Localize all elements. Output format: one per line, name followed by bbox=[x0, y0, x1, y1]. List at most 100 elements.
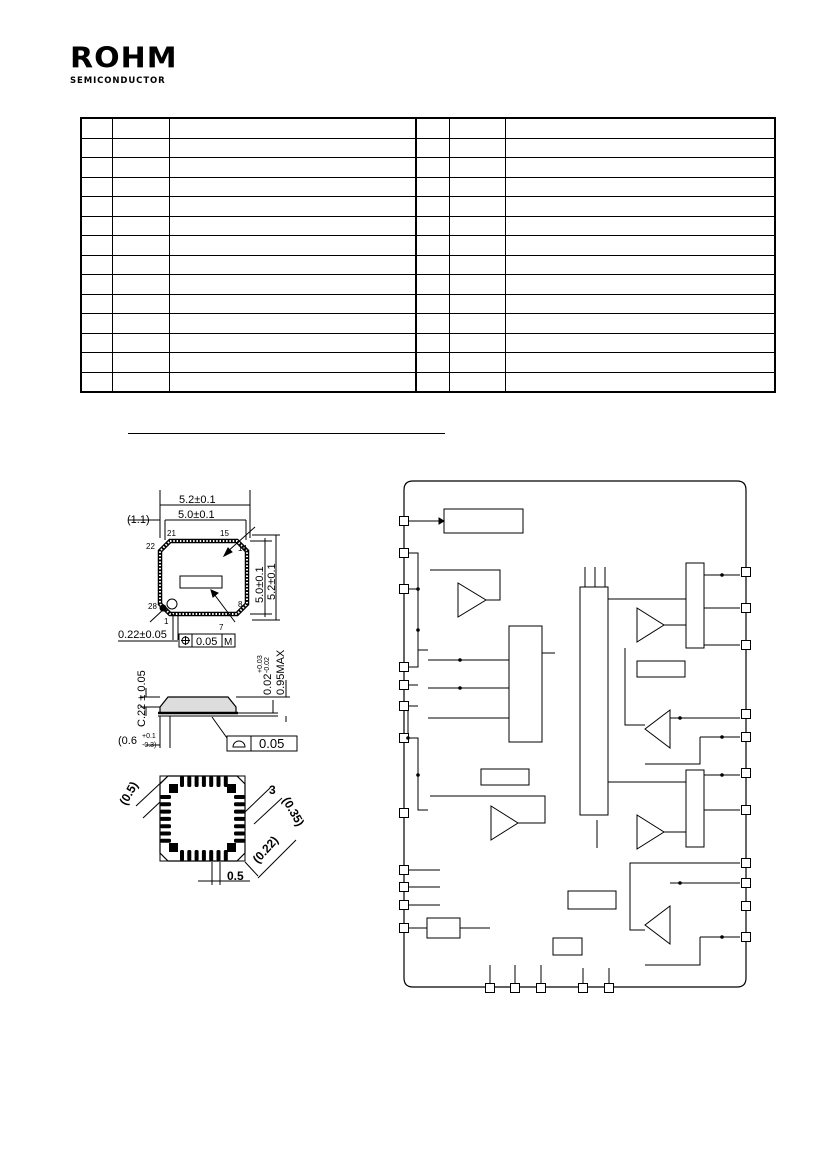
dim-standoff: 0.02 bbox=[262, 674, 274, 695]
table-cell bbox=[505, 137, 777, 158]
table-cell bbox=[80, 137, 114, 158]
table-cell bbox=[112, 117, 171, 139]
table-cell bbox=[505, 352, 777, 373]
table-cell bbox=[449, 371, 507, 393]
pin-label-1: 1 bbox=[164, 617, 169, 626]
table-row bbox=[80, 215, 777, 236]
table-cell bbox=[169, 371, 417, 393]
package-pad bbox=[216, 850, 221, 861]
pin-description-table bbox=[80, 117, 777, 393]
table-cell bbox=[505, 371, 777, 393]
table-row bbox=[80, 157, 777, 178]
table-cell bbox=[505, 313, 777, 334]
table-cell bbox=[169, 332, 417, 353]
table-cell bbox=[169, 293, 417, 314]
package-pad bbox=[187, 850, 192, 861]
table-cell bbox=[415, 196, 451, 217]
dim-pad-width: (0.22) bbox=[250, 833, 281, 866]
table-row bbox=[80, 235, 777, 256]
table-cell bbox=[112, 313, 171, 334]
table-cell bbox=[449, 215, 507, 236]
table-cell bbox=[112, 137, 171, 158]
ic-pin bbox=[536, 983, 546, 993]
table-cell bbox=[169, 117, 417, 139]
table-row bbox=[80, 254, 777, 275]
table-cell bbox=[449, 254, 507, 275]
table-cell bbox=[415, 254, 451, 275]
logo-tagline: SEMICONDUCTOR bbox=[70, 76, 166, 86]
table-cell bbox=[169, 274, 417, 295]
table-cell bbox=[505, 235, 777, 256]
table-cell bbox=[415, 293, 451, 314]
dim-corner-pitch: (0.5) bbox=[116, 779, 140, 807]
ic-pin bbox=[399, 808, 409, 818]
table-cell bbox=[80, 293, 114, 314]
table-cell bbox=[505, 332, 777, 353]
package-pad bbox=[209, 850, 214, 861]
ic-pin bbox=[399, 701, 409, 711]
ic-pin bbox=[399, 516, 409, 526]
table-cell bbox=[80, 215, 114, 236]
table-cell bbox=[169, 157, 417, 178]
table-cell bbox=[415, 137, 451, 158]
table-cell bbox=[80, 117, 114, 139]
ic-pin bbox=[741, 567, 751, 577]
package-pad bbox=[234, 831, 245, 836]
ic-pin bbox=[741, 858, 751, 868]
table-cell bbox=[169, 137, 417, 158]
ic-pin bbox=[741, 932, 751, 942]
table-cell bbox=[449, 117, 507, 139]
table-cell bbox=[505, 196, 777, 217]
table-cell bbox=[112, 254, 171, 275]
ic-pin bbox=[399, 662, 409, 672]
ic-pin bbox=[741, 768, 751, 778]
package-pad bbox=[160, 816, 171, 821]
ic-pin bbox=[741, 732, 751, 742]
ic-pin bbox=[510, 983, 520, 993]
package-pad bbox=[234, 809, 245, 814]
ic-pin bbox=[485, 983, 495, 993]
ic-pin bbox=[741, 603, 751, 613]
table-cell bbox=[169, 215, 417, 236]
table-cell bbox=[449, 235, 507, 256]
package-pad bbox=[194, 850, 199, 861]
table-row bbox=[80, 176, 777, 197]
dim-lead-width: 0.22±0.05 bbox=[118, 629, 167, 641]
ic-pin bbox=[399, 733, 409, 743]
table-cell bbox=[449, 196, 507, 217]
table-cell bbox=[505, 117, 777, 139]
package-pad bbox=[234, 838, 245, 843]
table-cell bbox=[112, 274, 171, 295]
table-cell bbox=[415, 313, 451, 334]
table-row bbox=[80, 196, 777, 217]
table-cell bbox=[112, 371, 171, 393]
dim-max-height: 0.95MAX bbox=[275, 649, 287, 695]
table-cell bbox=[415, 215, 451, 236]
table-cell bbox=[415, 157, 451, 178]
ic-pin bbox=[399, 900, 409, 910]
table-row bbox=[80, 137, 777, 158]
table-cell bbox=[415, 332, 451, 353]
package-pad bbox=[223, 850, 228, 861]
table-cell bbox=[415, 117, 451, 139]
table-cell bbox=[80, 196, 114, 217]
table-cell bbox=[505, 157, 777, 178]
table-cell bbox=[505, 274, 777, 295]
table-cell bbox=[169, 235, 417, 256]
ic-pin bbox=[399, 680, 409, 690]
table-cell bbox=[415, 371, 451, 393]
table-cell bbox=[505, 176, 777, 197]
dim-pin-marker: 3 bbox=[269, 783, 276, 797]
dim-standoff-tol-upper: +0.03 bbox=[257, 655, 264, 673]
dim-lead-length: (0.6 bbox=[118, 735, 137, 747]
table-cell bbox=[80, 371, 114, 393]
table-cell bbox=[112, 235, 171, 256]
table-cell bbox=[112, 196, 171, 217]
table-row bbox=[80, 293, 777, 314]
table-row bbox=[80, 117, 777, 139]
table-cell bbox=[80, 235, 114, 256]
table-cell bbox=[80, 254, 114, 275]
table-cell bbox=[449, 293, 507, 314]
table-row bbox=[80, 332, 777, 353]
package-pad bbox=[187, 776, 192, 787]
